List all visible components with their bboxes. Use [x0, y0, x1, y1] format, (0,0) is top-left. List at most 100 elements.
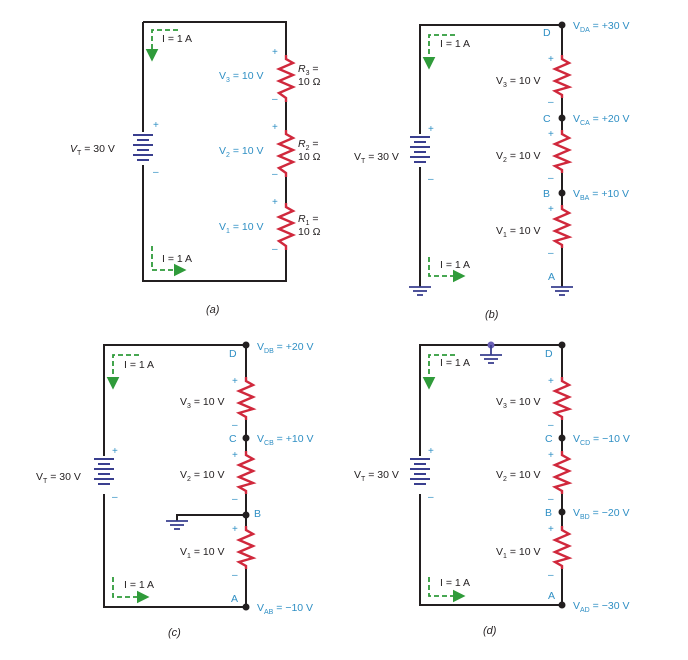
- battery-icon: [410, 458, 430, 485]
- node-label: D: [543, 27, 551, 39]
- node-voltage-label: VCB = +10 V: [257, 433, 313, 447]
- node-dot: [242, 603, 250, 611]
- battery-plus-sign: +: [153, 120, 159, 131]
- node-label: B: [254, 508, 261, 520]
- node-voltage-label: VDB = +20 V: [257, 341, 313, 355]
- battery-plus-sign: +: [428, 124, 434, 135]
- node-label: C: [229, 433, 237, 445]
- resistor-plus-sign: +: [548, 129, 554, 140]
- resistor-plus-sign: +: [232, 524, 238, 535]
- node-dot: [558, 189, 566, 197]
- resistor-label-r2: R2 =: [298, 138, 319, 152]
- resistor-plus-sign: +: [232, 450, 238, 461]
- resistor-icon: [551, 205, 573, 248]
- voltage-drop-v3: V3 = 10 V: [219, 70, 264, 84]
- resistor-minus-sign: –: [232, 420, 238, 431]
- panel-b: + – VT = 30 V D C B A VDA = +30 V VCA = …: [354, 20, 629, 321]
- resistor-minus-sign: –: [548, 494, 554, 505]
- current-label: I = 1 A: [440, 577, 470, 589]
- vt-label: VT = 30 V: [36, 471, 81, 485]
- node-label: C: [543, 113, 551, 125]
- current-label: I = 1 A: [440, 259, 470, 271]
- resistor-icon: [551, 526, 573, 569]
- voltage-drop-v2: V2 = 10 V: [180, 469, 225, 483]
- resistor-plus-sign: +: [548, 450, 554, 461]
- resistor-icon: [235, 377, 257, 420]
- panel-c: + – VT = 30 V D C B A VDB = +20 V VCB = …: [36, 341, 313, 639]
- resistor-plus-sign: +: [272, 197, 278, 208]
- resistor-minus-sign: –: [272, 169, 278, 180]
- node-label: D: [229, 348, 237, 360]
- resistor-icon: [235, 451, 257, 494]
- battery-plus-sign: +: [112, 446, 118, 457]
- voltage-drop-v2: V2 = 10 V: [496, 469, 541, 483]
- ground-icon: [409, 286, 431, 296]
- voltage-drop-v2: V2 = 10 V: [496, 150, 541, 164]
- node-dot: [558, 21, 566, 29]
- current-arrow-icon: [145, 29, 178, 62]
- node-voltage-label: VAB = −10 V: [257, 602, 313, 616]
- panel-caption: (d): [483, 625, 497, 637]
- voltage-drop-v3: V3 = 10 V: [496, 75, 541, 89]
- current-arrow-icon: [428, 577, 466, 603]
- ground-icon: [551, 286, 573, 296]
- voltage-drop-v1: V1 = 10 V: [219, 221, 264, 235]
- resistor-plus-sign: +: [548, 524, 554, 535]
- circuit-loop-b: [419, 24, 563, 287]
- resistor-icon: [235, 526, 257, 569]
- battery-icon: [94, 458, 114, 485]
- node-voltage-label: VDA = +30 V: [573, 20, 629, 34]
- resistor-icon: [551, 377, 573, 420]
- node-dot: [242, 434, 250, 442]
- voltage-drop-v2: V2 = 10 V: [219, 145, 264, 159]
- resistor-icon: [551, 451, 573, 494]
- resistor-label-r1: R1 =: [298, 213, 319, 227]
- resistance-value: 10 Ω: [298, 151, 321, 163]
- node-label: A: [548, 590, 555, 602]
- circuit-loop-c: [103, 344, 247, 608]
- resistor-minus-sign: –: [548, 97, 554, 108]
- current-label: I = 1 A: [440, 357, 470, 369]
- battery-plus-sign: +: [428, 446, 434, 457]
- resistor-plus-sign: +: [548, 204, 554, 215]
- resistor-plus-sign: +: [548, 54, 554, 65]
- node-dot: [242, 511, 250, 519]
- panel-caption: (b): [485, 309, 499, 321]
- resistor-icon: [275, 203, 297, 250]
- node-label: A: [548, 271, 555, 283]
- resistor-plus-sign: +: [272, 47, 278, 58]
- current-label: I = 1 A: [162, 253, 192, 265]
- panel-caption: (c): [168, 627, 181, 639]
- current-arrow-icon: [112, 577, 150, 604]
- panel-caption: (a): [206, 304, 220, 316]
- battery-minus-sign: –: [428, 174, 434, 185]
- vt-label: VT = 30 V: [354, 151, 399, 165]
- circuit-loop-a: [142, 21, 287, 282]
- resistor-minus-sign: –: [548, 570, 554, 581]
- battery-icon: [133, 134, 153, 161]
- resistor-icon: [275, 55, 297, 102]
- current-arrow-icon: [106, 354, 139, 390]
- vt-label: VT = 30 V: [70, 143, 115, 157]
- current-label: I = 1 A: [124, 579, 154, 591]
- node-dot: [558, 434, 566, 442]
- panel-d: + – VT = 30 V D C B A VCD = −10 V VBD = …: [354, 341, 630, 637]
- node-dot: [558, 508, 566, 516]
- voltage-drop-v1: V1 = 10 V: [496, 546, 541, 560]
- node-voltage-label: VBA = +10 V: [573, 188, 629, 202]
- current-label: I = 1 A: [162, 33, 192, 45]
- ground-icon: [480, 354, 502, 364]
- node-voltage-label: VBD = −20 V: [573, 507, 629, 521]
- current-arrow-icon: [422, 34, 455, 70]
- circuit-loop-d: [419, 344, 563, 606]
- resistor-plus-sign: +: [232, 376, 238, 387]
- ground-icon: [166, 520, 188, 530]
- voltage-drop-v3: V3 = 10 V: [496, 396, 541, 410]
- vt-label: VT = 30 V: [354, 469, 399, 483]
- current-label: I = 1 A: [124, 359, 154, 371]
- node-dot: [558, 341, 566, 349]
- current-label: I = 1 A: [440, 38, 470, 50]
- resistor-label-r3: R3 =: [298, 63, 319, 77]
